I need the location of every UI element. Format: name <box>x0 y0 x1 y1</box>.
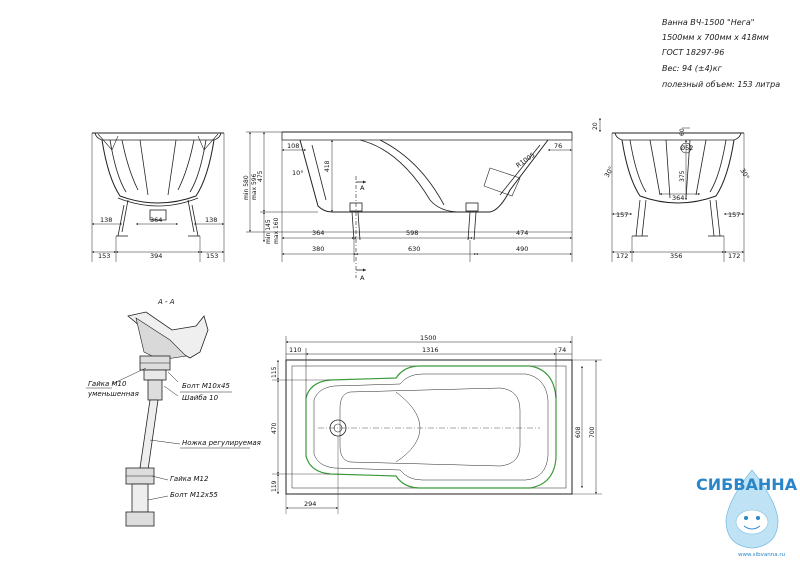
dim-label: 475 <box>257 170 264 182</box>
spec-size: 1500мм x 700мм x 418мм <box>662 33 769 42</box>
logo: СИБВАННА www.sibvanna.ru <box>696 469 798 558</box>
label-nut-m12: Гайка М12 <box>170 475 209 483</box>
dim-label: 598 <box>406 229 418 237</box>
dim-label: 630 <box>408 245 420 253</box>
dim-label: 364 <box>672 194 684 202</box>
dim-length: 1500 <box>420 334 437 342</box>
dim-label: max 596 <box>251 173 258 200</box>
logo-name: СИБВАННА <box>696 475 798 494</box>
dim-left-offset: 110 <box>289 346 301 354</box>
dim-label: 380 <box>312 245 324 253</box>
dim-label: 172 <box>616 252 628 260</box>
dim-label: 375 <box>679 170 686 182</box>
front-view-dims: 138 364 138 153 394 153 <box>98 216 218 260</box>
dim-label: 157 <box>616 211 628 219</box>
plan-view <box>272 336 602 514</box>
spec-volume: полезный объем: 153 литра <box>662 80 781 89</box>
dim-inner-width2: 608 <box>575 426 582 438</box>
dim-label: 490 <box>516 245 528 253</box>
label-bolt-m12: Болт М12х55 <box>170 491 218 499</box>
dim-width: 700 <box>589 426 596 438</box>
dim-label: 474 <box>516 229 528 237</box>
spec-standard: ГОСТ 18297-96 <box>662 48 725 57</box>
section-labels: A - A Гайка М10 уменьшенная Болт М10х45 … <box>87 298 261 499</box>
dim-top-margin: 115 <box>271 366 278 378</box>
dim-label: 153 <box>206 252 218 260</box>
label-nut-m10-sub: уменьшенная <box>87 390 139 398</box>
end-view <box>599 118 745 262</box>
label-washer: Шайба 10 <box>182 394 219 402</box>
spec-model: Ванна ВЧ-1500 "Нега" <box>662 18 755 27</box>
section-mark-bottom: A <box>360 274 365 282</box>
dim-label: min 580 <box>243 175 250 200</box>
dim-label: 364 <box>150 216 162 224</box>
dim-label: 20 <box>592 122 599 130</box>
dim-label: 172 <box>728 252 740 260</box>
dim-label: 418 <box>324 160 331 172</box>
dim-label: max 160 <box>273 217 280 244</box>
label-leg: Ножка регулируемая <box>182 439 261 447</box>
label-nut-m10: Гайка М10 <box>88 380 127 388</box>
spec-weight: Вес: 94 (±4)кг <box>662 64 722 73</box>
dim-bottom-margin: 119 <box>271 480 278 492</box>
dim-right-offset: 74 <box>558 346 566 354</box>
dim-label: 60 <box>679 128 686 136</box>
dim-label: 30° <box>738 167 751 181</box>
section-detail <box>86 311 250 527</box>
plan-view-dims: 1500 1316 110 74 115 470 119 608 700 294 <box>271 334 596 508</box>
end-view-dims: 20 60 Ø52 375 157 157 172 356 172 364 30… <box>592 122 751 260</box>
dim-label: 157 <box>728 211 740 219</box>
section-title: A - A <box>157 298 175 306</box>
dim-label: 356 <box>670 252 682 260</box>
dim-label: min 145 <box>265 219 272 244</box>
section-mark-top: A <box>360 184 365 192</box>
label-bolt-m10: Болт М10х45 <box>182 382 230 390</box>
dim-drain-offset: 294 <box>304 500 316 508</box>
dim-label: 364 <box>312 229 324 237</box>
logo-url: www.sibvanna.ru <box>738 552 785 558</box>
dim-label: Ø52 <box>680 144 693 152</box>
dim-label: 138 <box>205 216 217 224</box>
side-view <box>246 131 573 278</box>
dim-inner-length: 1316 <box>422 346 439 354</box>
dim-label: 138 <box>100 216 112 224</box>
dim-label: 76 <box>554 142 562 150</box>
dim-inner-width: 470 <box>271 422 278 434</box>
dim-label: 30° <box>603 165 616 179</box>
dim-label: 10° <box>292 169 304 177</box>
front-view <box>91 132 225 262</box>
dim-label: 394 <box>150 252 162 260</box>
dim-label: 108 <box>287 142 299 150</box>
dim-label: 153 <box>98 252 110 260</box>
